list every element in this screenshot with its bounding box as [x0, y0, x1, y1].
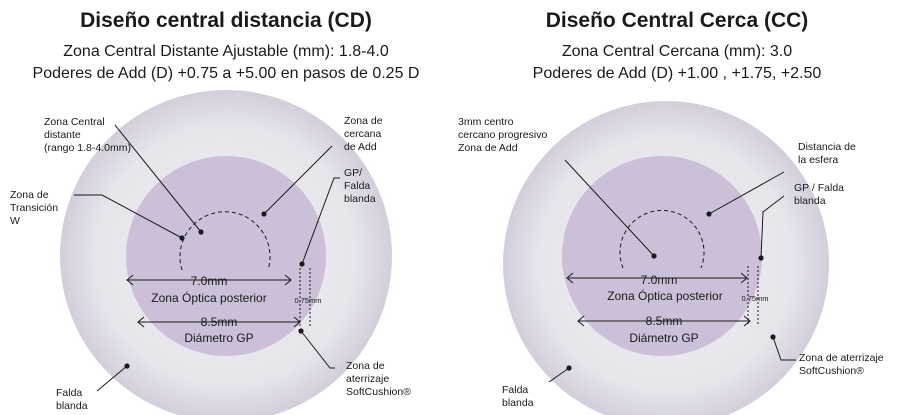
dot-sphere [706, 211, 712, 217]
dot-transition [179, 235, 185, 241]
center-zone-dashed-arc [619, 209, 705, 269]
diameter-arrow-right [743, 315, 751, 327]
dot-skirt [124, 363, 130, 369]
gp-optic-zone [126, 156, 326, 356]
leader-transition [74, 194, 183, 239]
gap-value: 0.75mm [741, 294, 768, 303]
diameter-arrow-left [137, 316, 145, 328]
diameter-arrow-left [577, 315, 585, 327]
gp-optic-zone [562, 156, 762, 356]
panel-center-near: Diseño Central Cerca (CC) Zona Central C… [451, 0, 903, 415]
diameter-name: Diámetro GP [184, 331, 253, 345]
dot-skirt [566, 365, 572, 371]
leader-sphere [708, 171, 785, 215]
diameter-value: 8.5mm [201, 315, 238, 329]
panel-title: Diseño central distancia (CD) [80, 9, 372, 32]
optic-arrow-right [740, 272, 748, 284]
lens-diagram: 7.0mm Zona Óptica posterior 8.5mm Diámet… [10, 90, 411, 415]
dot-gp-skirt [299, 261, 305, 267]
center-zone-dashed-arc [179, 211, 271, 271]
label-sphere-distance: Distancia de la esfera [798, 141, 859, 166]
label-landing-zone: Zona de aterrizaje SoftCushion® [799, 352, 887, 377]
optic-zone-value: 7.0mm [641, 273, 678, 287]
panel-subtitle-zone: Zona Central Distante Ajustable (mm): 1.… [63, 43, 389, 60]
optic-arrow-left [566, 272, 574, 284]
panel-subtitle-zone: Zona Central Cercana (mm): 3.0 [561, 43, 793, 60]
panel-subtitle-add-powers: Poderes de Add (D) +1.00 , +1.75, +2.50 [532, 65, 822, 82]
leader-center-zone [564, 159, 655, 257]
label-add-zone: Zona de cercana de Add [344, 115, 385, 153]
dot-center-zone [651, 253, 657, 259]
leader-gp-skirt [301, 177, 340, 265]
dot-add-zone [261, 211, 267, 217]
label-gp-skirt: GP / Falda blanda [794, 182, 847, 207]
dot-landing [298, 328, 304, 334]
panel-title: Diseño Central Cerca (CC) [545, 9, 809, 32]
optic-zone-name: Zona Óptica posterior [607, 288, 722, 303]
label-gp-skirt: GP/ Falda blanda [344, 167, 376, 205]
diameter-name: Diámetro GP [629, 331, 698, 345]
panel-center-distance: Diseño central distancia (CD) Zona Centr… [10, 9, 420, 415]
label-landing-zone: Zona de aterrizaje SoftCushion® [346, 360, 411, 398]
panel-subtitle-add-powers: Poderes de Add (D) +0.75 a +5.00 en paso… [32, 65, 420, 82]
label-center-zone: 3mm centro cercano progresivo Zona de Ad… [458, 116, 550, 154]
optic-zone-name: Zona Óptica posterior [151, 290, 266, 305]
diameter-value: 8.5mm [646, 314, 683, 328]
leader-landing [300, 330, 335, 369]
label-soft-skirt: Falda blanda [56, 387, 88, 412]
leader-add-zone [263, 145, 333, 215]
leader-landing [772, 336, 796, 361]
leader-skirt [548, 367, 570, 383]
label-center-zone: Zona Central distante (rango 1.8-4.0mm) [44, 116, 131, 154]
dot-gp-skirt [758, 255, 764, 261]
dot-center-zone [198, 229, 204, 235]
label-transition-zone: Zona de Transición W [10, 189, 61, 227]
optic-arrow-right [284, 274, 292, 286]
gap-value: 0.75mm [294, 296, 321, 305]
leader-gp-skirt [760, 195, 785, 259]
optic-zone-value: 7.0mm [191, 274, 228, 288]
leader-skirt [96, 365, 128, 392]
label-soft-skirt: Falda blanda [502, 384, 534, 409]
leader-center-zone [114, 124, 202, 233]
optic-arrow-left [126, 274, 134, 286]
lens-diagram: 7.0mm Zona Óptica posterior 8.5mm Diámet… [458, 101, 887, 415]
dot-landing [770, 334, 776, 340]
